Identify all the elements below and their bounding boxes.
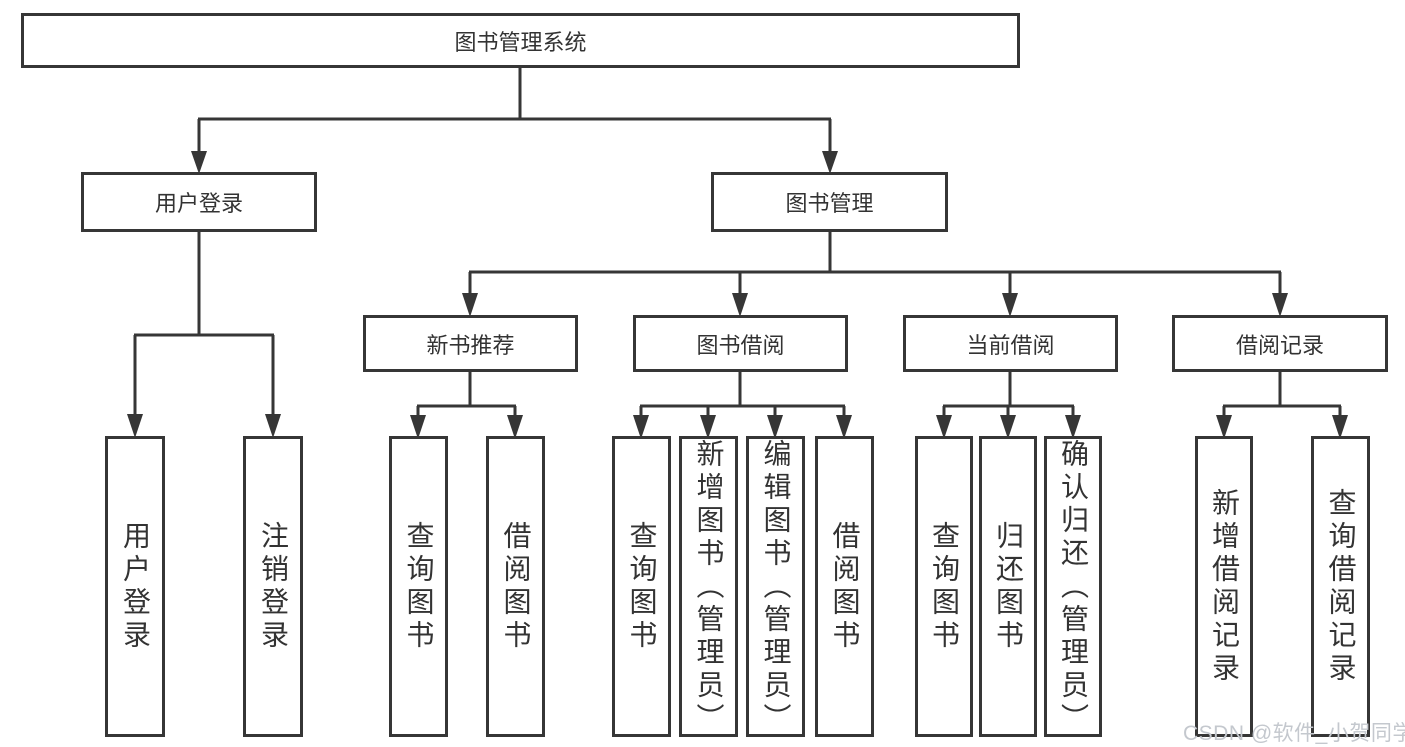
leaf-borrow-books-recommend: 借阅图书: [486, 436, 545, 737]
leaf-return-books: 归还图书: [979, 436, 1037, 737]
arrowhead: [1000, 415, 1016, 439]
node-library-system: 图书管理系统: [21, 13, 1020, 68]
arrowhead: [633, 415, 649, 439]
leaf-label: 新增图书（管理员）: [693, 439, 725, 736]
leaf-logout: 注销登录: [243, 436, 303, 737]
arrowhead: [410, 415, 426, 439]
leaf-label: 新增借阅记录: [1209, 487, 1240, 686]
leaf-label: 用户登录: [120, 520, 151, 653]
node-borrow-records: 借阅记录: [1172, 315, 1388, 372]
leaf-query-books-current: 查询图书: [915, 436, 973, 737]
leaf-label: 查询图书: [929, 520, 960, 653]
leaf-query-books-borrow: 查询图书: [612, 436, 671, 737]
arrowhead: [1216, 415, 1232, 439]
leaf-label: 确认归还（管理员）: [1058, 439, 1089, 736]
leaf-add-book-admin: 新增图书（管理员）: [679, 436, 738, 737]
watermark: CSDN @软件_小贺同学: [1183, 722, 1405, 745]
arrowhead: [127, 414, 143, 438]
node-book-borrow: 图书借阅: [633, 315, 848, 372]
arrowhead: [836, 415, 852, 439]
node-current-borrow: 当前借阅: [903, 315, 1118, 372]
node-label: 用户登录: [154, 191, 243, 216]
leaf-label: 查询图书: [403, 520, 435, 653]
node-book-management: 图书管理: [711, 172, 948, 232]
leaf-label: 归还图书: [993, 520, 1024, 653]
leaf-user-login: 用户登录: [105, 436, 165, 737]
arrowhead: [191, 151, 207, 174]
leaf-label: 注销登录: [258, 520, 289, 653]
arrowhead: [1332, 415, 1348, 439]
node-new-book-recommend: 新书推荐: [363, 315, 578, 372]
leaf-edit-book-admin: 编辑图书（管理员）: [746, 436, 805, 737]
node-user-login: 用户登录: [81, 172, 317, 232]
leaf-confirm-return-admin: 确认归还（管理员）: [1044, 436, 1102, 737]
arrowhead: [462, 293, 478, 317]
arrowhead: [1002, 293, 1018, 317]
leaf-add-borrow-record: 新增借阅记录: [1195, 436, 1253, 737]
node-label: 当前借阅: [966, 332, 1055, 358]
leaf-label: 借阅图书: [500, 520, 532, 653]
leaf-label: 查询图书: [626, 520, 658, 653]
leaf-query-books-recommend: 查询图书: [389, 436, 448, 737]
arrowhead: [767, 415, 783, 439]
leaf-label: 查询借阅记录: [1325, 487, 1357, 686]
arrowhead: [1272, 293, 1288, 317]
arrowhead: [700, 415, 716, 439]
arrowhead: [936, 415, 952, 439]
leaf-borrow-books: 借阅图书: [815, 436, 874, 737]
leaf-query-borrow-record: 查询借阅记录: [1311, 436, 1370, 737]
arrowhead: [1065, 415, 1081, 439]
arrowhead: [265, 414, 281, 438]
arrowhead: [507, 415, 523, 439]
node-label: 新书推荐: [426, 332, 515, 358]
node-label: 图书管理系统: [454, 29, 587, 55]
node-label: 借阅记录: [1235, 332, 1324, 358]
leaf-label: 编辑图书（管理员）: [760, 439, 792, 736]
node-label: 图书借阅: [696, 332, 785, 358]
arrowhead: [822, 151, 838, 174]
arrowhead: [732, 293, 748, 317]
node-label: 图书管理: [785, 191, 874, 216]
leaf-label: 借阅图书: [829, 520, 861, 653]
